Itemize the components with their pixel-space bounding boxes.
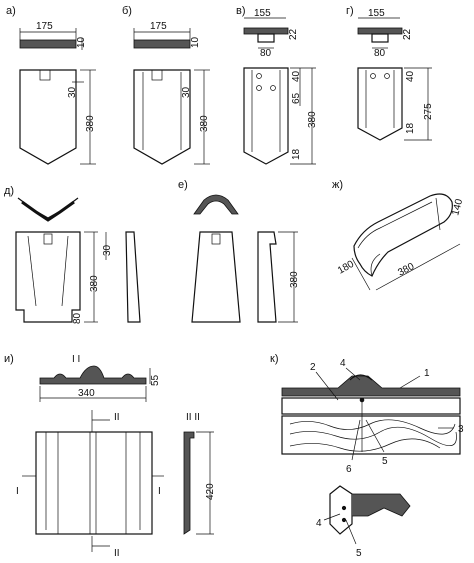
panel-k-label: к) bbox=[270, 353, 278, 365]
dim-b-width: 175 bbox=[150, 21, 167, 32]
panel-d: д) 30 380 80 bbox=[4, 185, 141, 324]
tile-i-side bbox=[183, 431, 195, 535]
dim-i-height: 55 bbox=[150, 374, 161, 386]
dim-v-tail: 18 bbox=[291, 148, 302, 160]
dim-a-thickness: 10 bbox=[76, 36, 87, 48]
panel-v: в) 155 80 22 40 65 380 18 bbox=[236, 5, 318, 165]
panel-e-label: е) bbox=[178, 179, 188, 191]
dim-b-nib: 30 bbox=[181, 86, 192, 98]
dim-i-length: 420 bbox=[205, 483, 216, 500]
dim-d-nib: 30 bbox=[102, 244, 113, 256]
panel-v-label: в) bbox=[236, 5, 246, 17]
tile-a-section bbox=[19, 39, 77, 49]
dim-g-inner: 80 bbox=[374, 48, 386, 59]
panel-e: е) 380 bbox=[178, 179, 300, 323]
tile-e-profile bbox=[193, 194, 239, 215]
tile-zh-ridge bbox=[353, 193, 453, 277]
dim-g-thickness: 22 bbox=[402, 28, 413, 40]
cut-mark-right: I bbox=[158, 486, 161, 497]
panel-g: г) 155 80 22 40 275 18 bbox=[346, 5, 434, 141]
dim-v-width: 155 bbox=[254, 8, 271, 19]
cut-mark-bottom: II bbox=[114, 548, 120, 559]
dim-zh-length: 380 bbox=[396, 261, 416, 279]
dim-v-thickness: 22 bbox=[288, 28, 299, 40]
dim-a-length: 380 bbox=[85, 115, 96, 132]
dim-i-width: 340 bbox=[78, 388, 95, 399]
section-mark-1: I I bbox=[72, 354, 80, 365]
panel-i: и) I I 340 55 II II I I II II 420 bbox=[4, 353, 216, 559]
dim-v-hole: 65 bbox=[291, 92, 302, 104]
dim-v-nib: 40 bbox=[291, 70, 302, 82]
detail-callout-4: 4 bbox=[316, 518, 322, 529]
section-mark-2: II II bbox=[186, 412, 200, 423]
dim-zh-edge: 140 bbox=[450, 197, 465, 216]
dim-v-inner: 80 bbox=[260, 48, 272, 59]
panel-i-label: и) bbox=[4, 353, 14, 365]
callout-2: 2 bbox=[310, 362, 316, 373]
roof-rafter bbox=[281, 415, 461, 455]
tile-b-section bbox=[133, 39, 191, 49]
dim-d-tail: 80 bbox=[72, 312, 83, 324]
tile-detail-profile bbox=[352, 493, 411, 517]
callout-5: 5 bbox=[382, 456, 388, 467]
dim-a-width: 175 bbox=[36, 21, 53, 32]
panel-d-label: д) bbox=[4, 185, 14, 197]
dim-b-thickness: 10 bbox=[190, 36, 201, 48]
panel-b-label: б) bbox=[122, 5, 132, 17]
dim-g-tail: 18 bbox=[405, 122, 416, 134]
dim-g-width: 155 bbox=[368, 8, 385, 19]
tile-d-front bbox=[15, 231, 81, 323]
callout-4: 4 bbox=[340, 358, 346, 369]
cut-mark-top: II bbox=[114, 412, 120, 423]
cut-mark-left: I bbox=[16, 486, 19, 497]
dim-g-length: 275 bbox=[423, 103, 434, 120]
tile-d-side bbox=[125, 231, 141, 323]
tile-i-front bbox=[35, 431, 153, 535]
panel-g-label: г) bbox=[346, 5, 354, 17]
callout-3: 3 bbox=[458, 424, 464, 435]
tile-g-front bbox=[357, 67, 403, 141]
tile-d-profile bbox=[17, 197, 79, 219]
roof-tile-section bbox=[281, 375, 461, 397]
dim-b-length: 380 bbox=[199, 115, 210, 132]
detail-callout-5: 5 bbox=[356, 548, 362, 559]
tile-v-front bbox=[243, 67, 289, 165]
tile-e-front bbox=[191, 231, 241, 323]
dim-a-nib: 30 bbox=[67, 86, 78, 98]
roof-sheathing bbox=[281, 397, 461, 415]
callout-6: 6 bbox=[346, 464, 352, 475]
callout-1: 1 bbox=[424, 368, 430, 379]
dim-zh-width: 180 bbox=[336, 259, 356, 277]
panel-a-label: а) bbox=[6, 5, 16, 17]
tile-a-front bbox=[19, 69, 77, 165]
panel-zh-label: ж) bbox=[332, 179, 343, 191]
tile-i-section bbox=[39, 365, 147, 385]
dim-g-nib: 40 bbox=[405, 70, 416, 82]
panel-b: б) 175 10 30 380 bbox=[122, 5, 210, 165]
dim-d-length: 380 bbox=[89, 275, 100, 292]
panel-a: а) 175 10 30 380 bbox=[6, 5, 96, 165]
dim-e-length: 380 bbox=[289, 271, 300, 288]
tile-hook-detail bbox=[329, 485, 353, 535]
dim-v-length: 380 bbox=[307, 111, 318, 128]
tile-b-front bbox=[133, 69, 191, 165]
panel-k: к) 2 4 1 3 6 5 4 5 bbox=[270, 353, 464, 559]
panel-zh: ж) 180 380 140 bbox=[332, 179, 465, 291]
tile-e-side bbox=[257, 231, 277, 323]
